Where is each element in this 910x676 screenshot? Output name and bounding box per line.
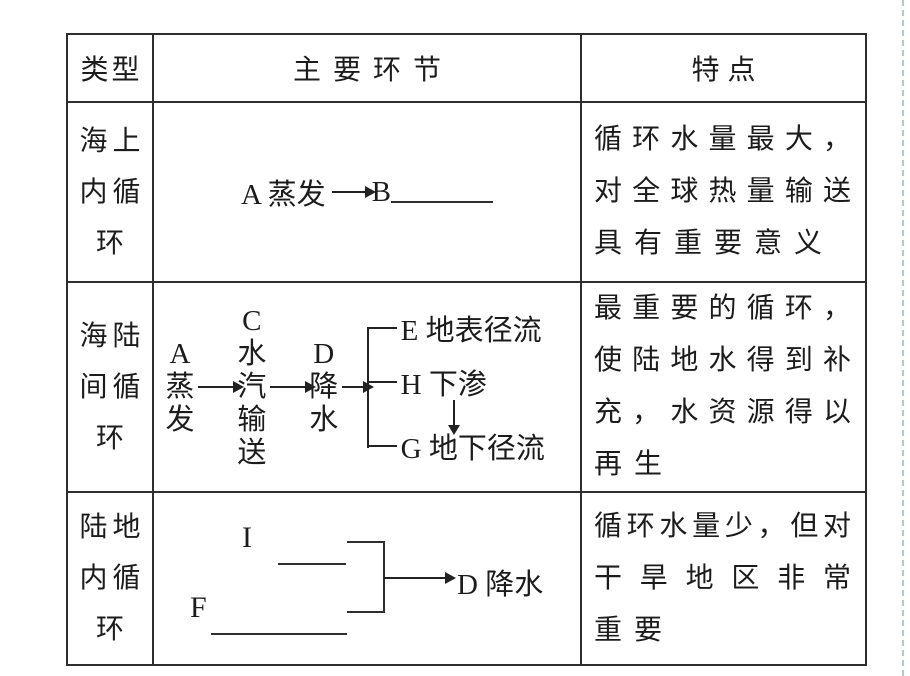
down-arrow-icon: [447, 400, 460, 435]
header-cell-main: 主要环节: [154, 35, 582, 103]
surface-runoff-row: E 地表径流: [366, 312, 545, 347]
infiltration-row: H 下渗: [366, 366, 545, 401]
blank-b-label: B: [371, 175, 391, 208]
row-land-type-cell: 陆地 内循 环: [68, 493, 154, 664]
row-sealand-feature-cell: 最重要的循环， 使陆地水得到补 充，水资源得以 再生: [582, 283, 865, 493]
branch-stub-line: [366, 381, 397, 383]
infiltration-label: H 下渗: [400, 369, 487, 401]
header-main-label: 主要环节: [292, 55, 453, 86]
row-sealand-type-line: 间循: [79, 371, 146, 403]
fill-in-blank-line: [390, 181, 493, 203]
blank-f-label: F: [190, 591, 207, 624]
row-sea-feature-cell: 循环水量最大， 对全球热量输送 具有重要意义: [582, 103, 865, 283]
feature-line: 干旱地区非常: [594, 562, 851, 594]
groundwater-runoff-row: G 地下径流: [366, 430, 545, 465]
header-cell-type: 类型: [68, 35, 154, 103]
scan-page-edge-line: [902, 0, 904, 676]
precipitation-d-label: D 降水: [457, 569, 544, 601]
row-land-main-cell: I F D 降水: [154, 493, 582, 664]
bracket-bottom-stub-line: [347, 611, 384, 613]
vapor-transport-block: C 水汽输送: [236, 305, 268, 470]
row-sealand-type-cell: 海陆 间循 环: [68, 283, 154, 493]
feature-line: 具有重要意义: [594, 228, 835, 259]
row-land-type-line: 环: [95, 614, 129, 645]
header-type-label: 类型: [80, 55, 143, 86]
feature-line: 使陆地水得到补: [594, 345, 851, 376]
feature-line: 循环水量少，但对: [594, 510, 851, 542]
evaporation-letter: A: [169, 337, 191, 370]
right-arrow-icon: [197, 381, 244, 393]
row-land-type-line: 陆地: [79, 512, 146, 543]
branch-stub-line: [366, 327, 397, 329]
row-land-type-line: 内循: [79, 563, 146, 594]
row-sealand-type-line: 环: [95, 422, 129, 454]
surface-runoff-label: E 地表径流: [400, 315, 542, 347]
feature-line: 重要: [594, 614, 675, 646]
header-feature-label: 特点: [691, 55, 764, 86]
right-arrow-icon: [331, 186, 376, 198]
runoff-branch-group: E 地表径流 H 下渗 G 地下径流: [366, 312, 545, 465]
right-arrow-icon: [341, 381, 374, 393]
right-arrow-icon: [384, 572, 456, 584]
header-cell-feature: 特点: [582, 35, 865, 103]
right-arrow-icon: [269, 381, 316, 393]
row-land-feature-cell: 循环水量少，但对 干旱地区非常 重要: [582, 493, 865, 664]
vapor-transport-chars: 水汽输送: [237, 337, 267, 469]
row-sea-type-line: 内循: [79, 176, 146, 208]
groundwater-runoff-label: G 地下径流: [400, 433, 545, 465]
vapor-transport-letter: C: [242, 304, 262, 337]
row-sea-type-cell: 海上 内循 环: [68, 103, 154, 283]
row-sea-type-line: 海上: [79, 125, 146, 157]
row-sea-type-line: 环: [95, 227, 129, 259]
precipitation-letter: D: [313, 337, 335, 370]
blank-i-label: I: [242, 521, 252, 554]
evaporation-block: A 蒸发: [164, 338, 196, 437]
evaporation-a-label: A 蒸发: [241, 179, 326, 211]
branch-bracket-line: [366, 328, 369, 448]
feature-line: 充，水资源得以: [594, 397, 851, 428]
fill-in-blank-line: [211, 633, 347, 635]
evaporation-chars: 蒸发: [165, 370, 195, 436]
fill-in-blank-line: [278, 563, 346, 565]
water-cycle-table: 类型 主要环节 特点 海上 内循 环 A 蒸发 B 循环水量最大， 对全球热量输…: [66, 33, 867, 666]
feature-line: 最重要的循环，: [594, 293, 851, 324]
bracket-top-stub-line: [347, 541, 384, 543]
feature-line: 循环水量最大，: [594, 124, 851, 155]
feature-line: 对全球热量输送: [594, 176, 851, 207]
feature-line: 再生: [594, 449, 675, 480]
row-sealand-type-line: 海陆: [79, 320, 146, 352]
row-sea-main-cell: A 蒸发 B: [154, 103, 582, 283]
branch-stub-line: [366, 445, 397, 447]
row-sealand-main-cell: A 蒸发 C 水汽输送 D 降水 E 地表径流: [154, 283, 582, 493]
